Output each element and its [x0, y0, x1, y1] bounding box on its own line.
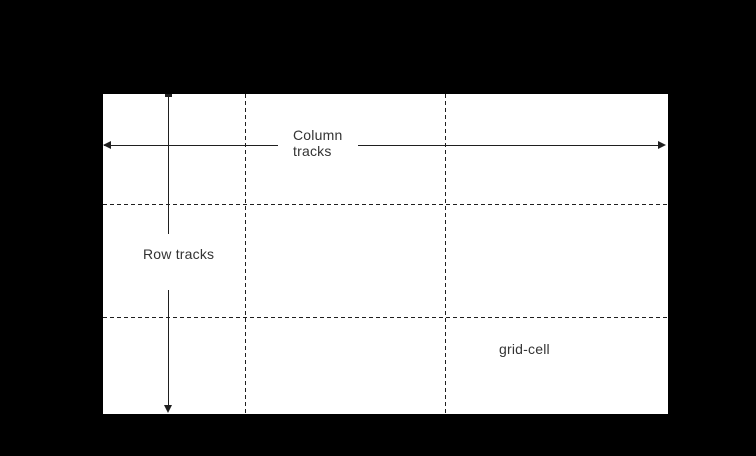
column-tracks-arrow-right-segment: [358, 145, 660, 146]
arrow-top-tick: [165, 94, 172, 97]
grid-cell-label: grid-cell: [499, 341, 550, 357]
row-tracks-arrow-top-segment: [168, 94, 169, 234]
grid-line-column-2: [445, 94, 446, 414]
row-tracks-arrow-bottom-segment: [168, 290, 169, 405]
grid-line-row-2: [103, 317, 668, 318]
arrowhead-down-icon: [164, 405, 172, 413]
column-tracks-label: Column tracks: [293, 127, 343, 159]
row-tracks-label: Row tracks: [143, 246, 215, 262]
grid-line-row-1: [103, 204, 668, 205]
grid-line-column-1: [245, 94, 246, 414]
arrowhead-right-icon: [658, 141, 666, 149]
arrowhead-left-icon: [103, 141, 111, 149]
column-tracks-arrow-left-segment: [104, 145, 278, 146]
grid-panel: Column tracks Row tracks grid-cell: [103, 94, 668, 414]
